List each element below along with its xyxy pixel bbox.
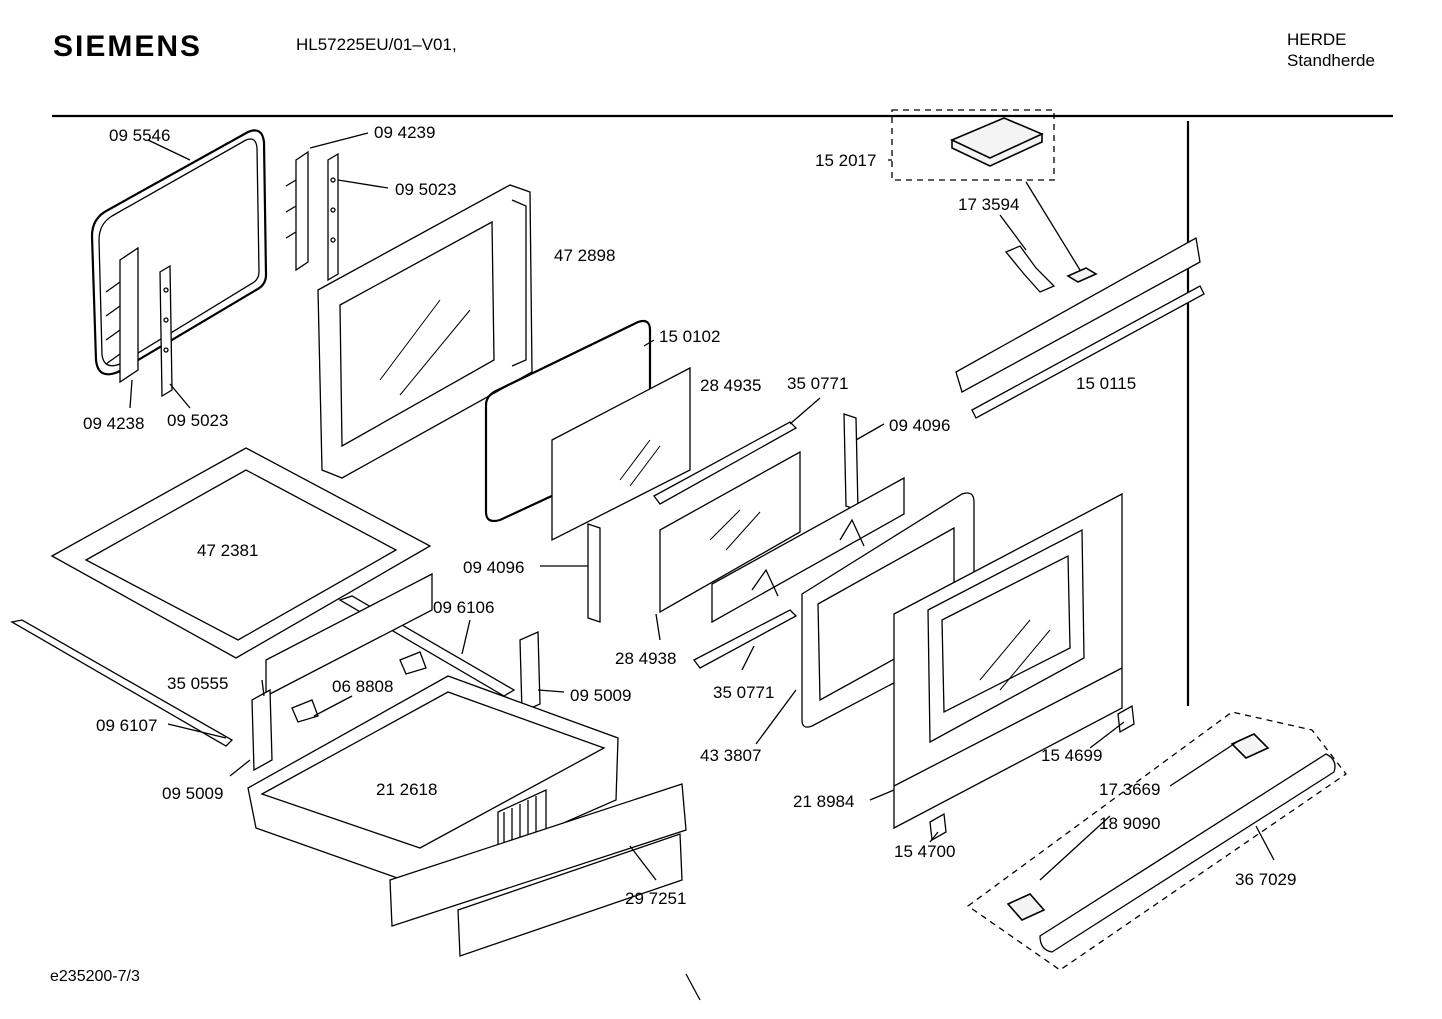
glass-rail-bottom xyxy=(693,609,798,669)
hinge-bracket-top xyxy=(285,150,339,282)
part-label: 18 9090 xyxy=(1099,814,1160,833)
door-handle xyxy=(1039,753,1336,953)
rear-cover-plate xyxy=(265,572,433,698)
part-label: 47 2381 xyxy=(197,541,258,560)
document-id: e235200-7/3 xyxy=(50,968,140,985)
part-label: 09 5023 xyxy=(167,411,228,430)
pad-small xyxy=(1066,267,1098,283)
oven-door-seal xyxy=(90,129,268,376)
model-number: HL57225EU/01–V01, xyxy=(296,35,457,54)
part-label: 21 2618 xyxy=(376,780,437,799)
part-label: 09 6107 xyxy=(96,716,157,735)
glass-rail-top xyxy=(653,421,798,505)
mounting-bracket xyxy=(1004,245,1056,293)
glass-holder xyxy=(711,476,905,624)
accessory-group-box xyxy=(891,109,1055,181)
part-label: 09 5023 xyxy=(395,180,456,199)
control-panel-strip xyxy=(955,236,1201,393)
door-outer-panel xyxy=(893,492,1123,830)
part-label: 09 4096 xyxy=(889,416,950,435)
part-label: 09 5546 xyxy=(109,126,170,145)
part-label: 28 4935 xyxy=(700,376,761,395)
part-label: 21 8984 xyxy=(793,792,854,811)
part-label: 35 0771 xyxy=(787,374,848,393)
inner-glass-pane xyxy=(551,366,691,542)
part-label: 35 0555 xyxy=(167,674,228,693)
oven-door-seal-inner xyxy=(98,138,260,367)
part-label: 35 0771 xyxy=(713,683,774,702)
oven-floor-panel xyxy=(50,447,432,659)
fixing-clip xyxy=(291,699,319,723)
part-label: 09 4239 xyxy=(374,123,435,142)
handle-mount-right xyxy=(1230,733,1270,759)
glass-clip-left xyxy=(587,523,601,623)
hinge-clip-top xyxy=(1117,704,1135,734)
part-label: 17 3669 xyxy=(1099,780,1160,799)
trim-strip xyxy=(971,285,1205,419)
part-label: 09 5009 xyxy=(162,784,223,803)
storage-drawer xyxy=(247,675,619,887)
part-label: 09 5009 xyxy=(570,686,631,705)
brand-logo: SIEMENS xyxy=(53,30,203,63)
left-runner-rail xyxy=(10,619,234,747)
part-label: 28 4938 xyxy=(615,649,676,668)
part-label: 15 0102 xyxy=(659,327,720,346)
part-label: 15 4699 xyxy=(1041,746,1102,765)
subcategory-label: Standherde xyxy=(1287,51,1375,70)
part-label: 29 7251 xyxy=(625,889,686,908)
middle-glass-pane xyxy=(659,450,801,614)
part-label: 15 0115 xyxy=(1076,374,1136,393)
part-label: 06 8808 xyxy=(332,677,393,696)
part-label: 47 2898 xyxy=(554,246,615,265)
oven-front-frame xyxy=(317,184,533,479)
bracket-right xyxy=(519,631,541,713)
part-label: 43 3807 xyxy=(700,746,761,765)
hinge-bracket-left xyxy=(105,246,173,398)
glass-clip-right xyxy=(843,413,859,511)
leader-lines xyxy=(129,132,1275,1001)
fixing-clip-2 xyxy=(399,651,427,675)
cover-pad xyxy=(950,117,1044,167)
drawer-front xyxy=(389,783,687,927)
bracket-left xyxy=(251,688,273,772)
part-label: 09 4096 xyxy=(463,558,524,577)
part-label: 15 2017 xyxy=(815,151,876,170)
hinge-clip-bottom xyxy=(929,812,947,842)
glass-holder-zigzag xyxy=(751,518,865,597)
part-label: 17 3594 xyxy=(958,195,1019,214)
category-label: HERDE xyxy=(1287,30,1347,49)
drawer-front-panel xyxy=(457,833,683,957)
part-label: 15 4700 xyxy=(894,842,955,861)
handle-group-box xyxy=(966,711,1347,971)
handle-mount-left xyxy=(1006,893,1046,921)
part-label: 36 7029 xyxy=(1235,870,1296,889)
part-label: 09 6106 xyxy=(433,598,494,617)
part-label: 09 4238 xyxy=(83,414,144,433)
